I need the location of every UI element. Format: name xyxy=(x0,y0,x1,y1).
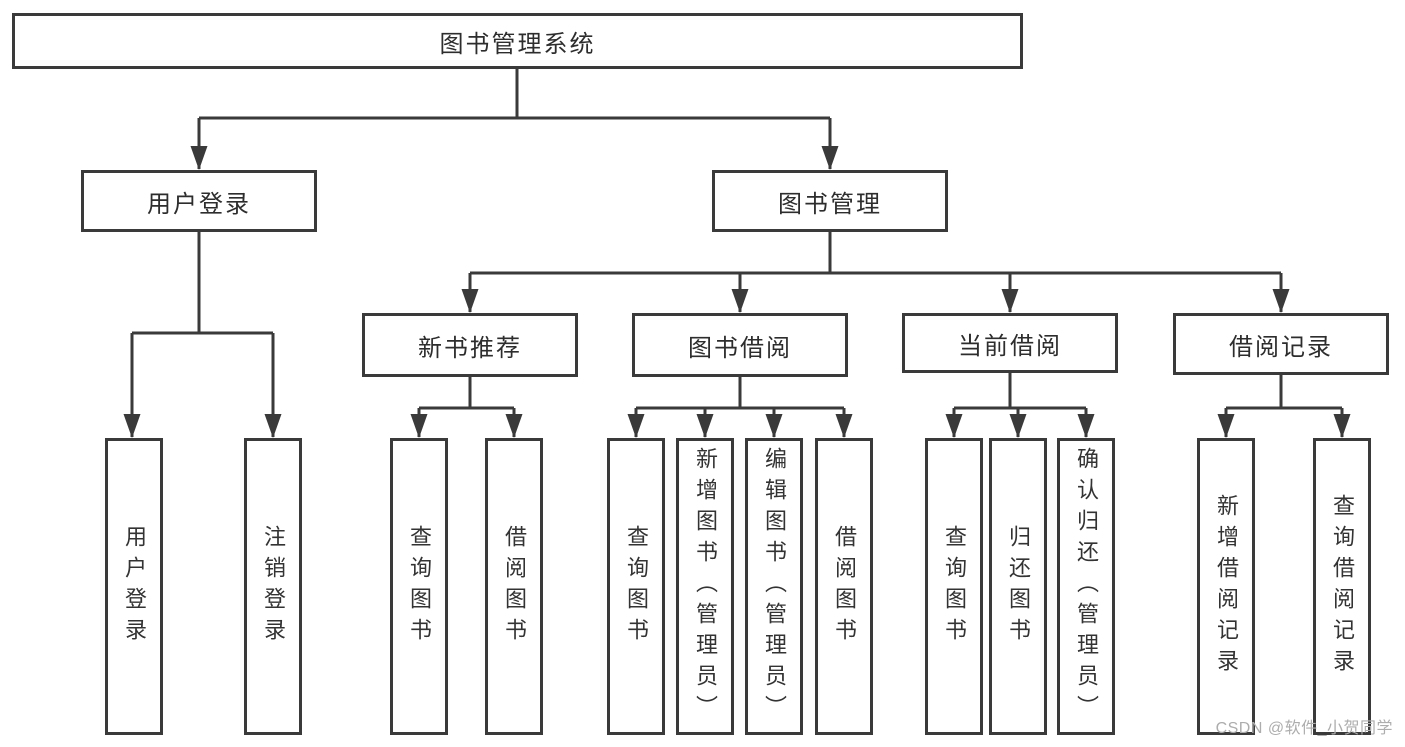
leaf-cb-confirm-return-admin-label: 确认归还（管理员） xyxy=(1074,447,1099,726)
leaf-cb-confirm-return-admin: 确认归还（管理员） xyxy=(1057,438,1115,735)
wire-current-borrow-split xyxy=(954,373,1086,410)
wire-book-mgmt-split xyxy=(470,232,1281,275)
node-user-login: 用户登录 xyxy=(81,170,317,232)
leaf-logout-label: 注销登录 xyxy=(261,524,286,649)
wire-borrow-records-split xyxy=(1226,375,1342,410)
leaf-bb-query-books-label: 查询图书 xyxy=(624,524,649,649)
leaf-bb-edit-books-admin-label: 编辑图书（管理员） xyxy=(762,447,787,726)
leaf-user-login: 用户登录 xyxy=(105,438,163,735)
leaf-nbr-query-books-label: 查询图书 xyxy=(407,524,432,649)
node-user-login-label: 用户登录 xyxy=(147,190,251,218)
wire-book-borrow-split xyxy=(636,377,844,410)
leaf-user-login-label: 用户登录 xyxy=(122,524,147,649)
node-root-label: 图书管理系统 xyxy=(439,30,596,58)
leaf-br-add-record: 新增借阅记录 xyxy=(1197,438,1255,735)
leaf-bb-edit-books-admin: 编辑图书（管理员） xyxy=(745,438,803,735)
leaf-cb-return-books: 归还图书 xyxy=(989,438,1047,735)
node-borrow-records: 借阅记录 xyxy=(1173,313,1389,375)
leaf-bb-query-books: 查询图书 xyxy=(607,438,665,735)
node-book-borrow-label: 图书借阅 xyxy=(688,334,792,362)
wire-new-book-rec-split xyxy=(419,377,514,410)
node-borrow-records-label: 借阅记录 xyxy=(1229,333,1333,361)
leaf-bb-add-books-admin-label: 新增图书（管理员） xyxy=(693,447,718,726)
node-current-borrow-label: 当前借阅 xyxy=(958,332,1062,360)
leaf-bb-add-books-admin: 新增图书（管理员） xyxy=(676,438,734,735)
leaf-cb-query-books: 查询图书 xyxy=(925,438,983,735)
leaf-bb-borrow-books: 借阅图书 xyxy=(815,438,873,735)
wire-user-login-split xyxy=(132,232,273,335)
leaf-br-query-record: 查询借阅记录 xyxy=(1313,438,1371,735)
node-root: 图书管理系统 xyxy=(12,13,1023,69)
leaf-br-add-record-label: 新增借阅记录 xyxy=(1214,493,1239,680)
leaf-logout: 注销登录 xyxy=(244,438,302,735)
node-current-borrow: 当前借阅 xyxy=(902,313,1118,373)
leaf-nbr-borrow-books-label: 借阅图书 xyxy=(502,524,527,649)
csdn-watermark: CSDN @软件_小贺同学 xyxy=(1215,720,1393,737)
node-book-borrow: 图书借阅 xyxy=(632,313,848,377)
leaf-cb-return-books-label: 归还图书 xyxy=(1006,524,1031,649)
leaf-br-query-record-label: 查询借阅记录 xyxy=(1330,493,1355,680)
node-book-mgmt-label: 图书管理 xyxy=(778,190,882,218)
node-new-book-rec-label: 新书推荐 xyxy=(418,334,522,362)
leaf-cb-query-books-label: 查询图书 xyxy=(942,524,967,649)
node-new-book-rec: 新书推荐 xyxy=(362,313,578,377)
node-book-mgmt: 图书管理 xyxy=(712,170,948,232)
leaf-nbr-query-books: 查询图书 xyxy=(390,438,448,735)
leaf-nbr-borrow-books: 借阅图书 xyxy=(485,438,543,735)
leaf-bb-borrow-books-label: 借阅图书 xyxy=(832,524,857,649)
wire-root-split xyxy=(199,69,830,120)
